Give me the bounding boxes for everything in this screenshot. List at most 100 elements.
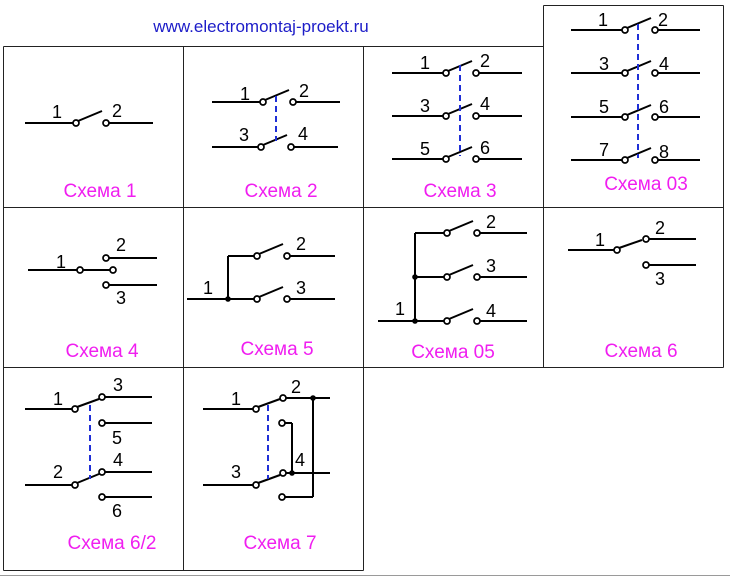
pivot-contact: [71, 405, 79, 413]
pivot-contact: [257, 143, 265, 151]
switch-7-8: [571, 147, 700, 164]
terminal-label: 3: [239, 125, 249, 145]
terminal-label: 3: [599, 54, 609, 74]
scheme-caption: Схема 1: [63, 181, 136, 202]
fixed-contact: [283, 252, 291, 260]
scheme-03: 1 2 3 4 5 6 7 8 Схема 03: [571, 10, 700, 195]
fixed-contact: [472, 69, 480, 77]
fixed-contact: [279, 469, 287, 477]
switch-2: [253, 243, 335, 260]
switch-blade: [77, 110, 103, 122]
scheme-caption: Схема 3: [423, 181, 496, 202]
blade-tip-contact: [109, 266, 117, 274]
fixed-contact-6: [98, 493, 106, 501]
pivot-contact: [613, 246, 621, 254]
terminal-label: 4: [659, 54, 669, 74]
terminal-label: 1: [595, 230, 605, 250]
terminal-label: 3: [486, 256, 496, 276]
scheme-05: 1 2 3 4 Схема 05: [378, 212, 527, 363]
terminal-label: 2: [655, 218, 665, 238]
pivot-contact: [76, 266, 84, 274]
fixed-contact: [279, 394, 287, 402]
switch-3-4: [571, 60, 700, 77]
fixed-contact: [473, 273, 481, 281]
switch-3: [253, 286, 335, 303]
table-grid: [3, 5, 724, 571]
scheme-7: 1 2 3 4 Схема 7: [203, 377, 330, 554]
terminal-label: 2: [296, 234, 306, 254]
fixed-contact-3: [102, 281, 110, 289]
fixed-contact: [472, 112, 480, 120]
terminal-label: 5: [112, 428, 122, 448]
terminal-label: 4: [486, 301, 496, 321]
fixed-contact: [473, 229, 481, 237]
fixed-contact: [278, 493, 286, 501]
changeover-lower: [203, 469, 330, 501]
switch-blade: [257, 398, 281, 408]
switch-blade: [76, 398, 100, 408]
junction-dot: [225, 296, 231, 302]
fixed-contact: [651, 156, 659, 164]
scheme-3: 1 2 3 4 5 6 Схема 3: [392, 51, 522, 202]
fixed-contact-2: [642, 235, 650, 243]
switch-blade: [626, 147, 652, 159]
fixed-contact-5: [98, 419, 106, 427]
switch-3: [443, 264, 527, 281]
scheme-5: 1 2 3 Схема 5: [187, 234, 335, 360]
terminal-label: 2: [658, 10, 668, 30]
scheme-6-2: 1 2 3 4 5 6 Схема 6/2: [25, 375, 156, 554]
scheme-caption: Схема 7: [243, 533, 316, 554]
fixed-contact: [473, 317, 481, 325]
terminal-label: 1: [231, 389, 241, 409]
fixed-contact: [287, 143, 295, 151]
switch-blade: [626, 17, 652, 29]
scheme-caption: Схема 6: [604, 341, 677, 362]
pivot-contact: [71, 481, 79, 489]
fixed-contact: [651, 69, 659, 77]
junction-dot: [310, 395, 316, 401]
switch-blade: [258, 243, 284, 255]
terminal-label: 1: [395, 299, 405, 319]
switch-1-2: [571, 17, 700, 34]
pivot-contact: [253, 252, 261, 260]
pivot-contact: [72, 119, 80, 127]
scheme-2: 1 2 3 4 Схема 2: [212, 81, 340, 202]
terminal-label: 3: [116, 288, 126, 308]
switch-blade: [76, 473, 100, 484]
scheme-caption: Схема 2: [244, 181, 317, 202]
pivot-contact: [252, 405, 260, 413]
terminal-label: 3: [296, 278, 306, 298]
terminal-label: 3: [113, 375, 123, 395]
switch-3-4: [392, 103, 522, 120]
switch-2: [443, 220, 527, 237]
terminal-label: 5: [599, 97, 609, 117]
terminal-label: 1: [53, 389, 63, 409]
switch-4: [443, 308, 527, 325]
switch-blade: [448, 264, 474, 276]
pivot-contact: [443, 229, 451, 237]
terminal-label: 2: [53, 462, 63, 482]
switch-blade: [258, 286, 284, 298]
terminal-label: 1: [598, 10, 608, 30]
terminal-label: 1: [240, 84, 250, 104]
fixed-contact: [289, 98, 297, 106]
fixed-contact: [283, 295, 291, 303]
switch-5-6: [571, 104, 700, 121]
switch-5-6: [392, 146, 522, 163]
terminal-label: 3: [420, 96, 430, 116]
scheme-caption: Схема 4: [65, 341, 138, 362]
scheme-4: 1 2 3 Схема 4: [28, 235, 157, 362]
fixed-contact-3: [642, 261, 650, 269]
fixed-contact: [472, 155, 480, 163]
switch-1-2: [212, 89, 340, 106]
terminal-label: 1: [420, 53, 430, 73]
fixed-contact: [102, 119, 110, 127]
terminal-label: 2: [116, 235, 126, 255]
pivot-contact: [442, 155, 450, 163]
changeover-upper: [25, 393, 152, 427]
pivot-contact: [621, 69, 629, 77]
switch-1-2: [392, 60, 522, 77]
pivot-contact: [253, 295, 261, 303]
scheme-caption: Схема 6/2: [68, 533, 157, 554]
